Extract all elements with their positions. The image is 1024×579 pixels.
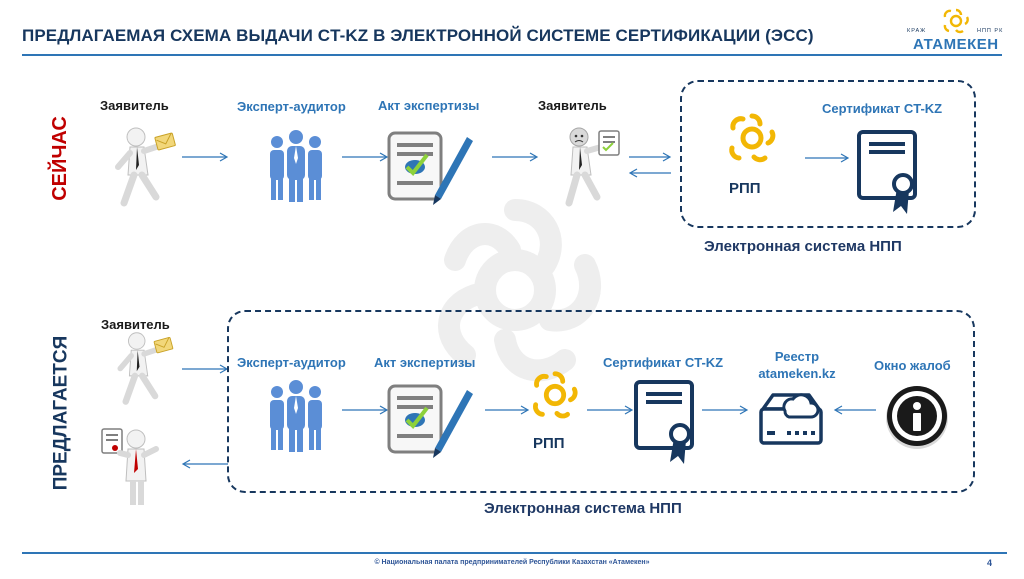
certificate-icon <box>857 130 917 214</box>
arrow-right <box>587 405 634 415</box>
now-rpp-label: РПП <box>729 180 761 197</box>
side-label-now: СЕЙЧАС <box>48 115 71 201</box>
now-certificate-label: Сертификат CT-KZ <box>822 101 943 116</box>
now-act-label: Акт экспертизы <box>378 98 480 113</box>
proposed-act-label: Акт экспертизы <box>374 355 476 370</box>
side-label-now-wrap: СЕЙЧАС <box>5 116 115 201</box>
now-applicant-label: Заявитель <box>100 98 169 113</box>
arrow-right <box>702 405 749 415</box>
footer-copyright: © Национальная палата предпринимателей Р… <box>374 559 650 566</box>
npp-system-box-now <box>680 80 976 228</box>
side-label-proposed: ПРЕДЛАГАЕТСЯ <box>49 335 71 491</box>
expertise-act-icon <box>387 384 473 458</box>
proposed-system-label: Электронная система НПП <box>484 500 682 517</box>
applicant-with-certificate-icon <box>101 428 159 505</box>
logo-small-left: КРАЖ <box>907 28 927 34</box>
arrow-right <box>182 364 229 374</box>
registry-server-icon <box>759 393 823 445</box>
expert-group-icon <box>270 130 322 202</box>
proposed-applicant-label: Заявитель <box>101 317 170 332</box>
rpp-logo-icon <box>533 371 578 419</box>
npp-system-box-proposed <box>227 310 975 493</box>
proposed-rpp-label: РПП <box>533 435 565 452</box>
arrow-left <box>833 405 876 415</box>
arrow-left <box>628 168 671 178</box>
now-applicant2-label: Заявитель <box>538 98 607 113</box>
proposed-expert-label: Эксперт-аудитор <box>237 355 346 370</box>
registry-line2: atameken.kz <box>758 366 836 381</box>
expert-group-icon <box>270 380 322 452</box>
arrow-right <box>805 153 850 163</box>
arrow-left <box>181 459 228 469</box>
applicant-figure-icon <box>115 127 176 207</box>
proposed-registry-label: Реестр atameken.kz <box>752 348 842 382</box>
page-number: 4 <box>987 558 993 568</box>
expertise-act-icon <box>387 131 473 205</box>
proposed-certificate-label: Сертификат CT-KZ <box>603 355 724 370</box>
rpp-logo-icon <box>729 113 776 163</box>
registry-line1: Реестр <box>774 349 820 364</box>
arrow-right <box>182 152 229 162</box>
now-system-label: Электронная система НПП <box>704 238 902 255</box>
atameken-logo-icon <box>943 8 969 34</box>
arrow-right <box>342 152 389 162</box>
atameken-logo: КРАЖ НПП РК АТАМЕКЕН <box>905 8 1005 58</box>
arrow-right <box>492 152 539 162</box>
watermark-logo-icon <box>438 199 601 382</box>
proposed-complaints-label: Окно жалоб <box>874 358 951 373</box>
logo-text: АТАМЕКЕН <box>913 36 999 53</box>
arrow-right <box>485 405 530 415</box>
now-expert-label: Эксперт-аудитор <box>237 99 346 114</box>
page-title: ПРЕДЛАГАЕМАЯ СХЕМА ВЫДАЧИ CT-KZ В ЭЛЕКТР… <box>22 26 814 45</box>
applicant-figure-icon <box>117 332 174 405</box>
logo-small-right: НПП РК <box>977 28 1004 34</box>
certificate-icon <box>634 380 694 464</box>
arrow-right <box>342 405 389 415</box>
complaints-info-icon <box>886 386 948 449</box>
title-underline <box>22 54 1002 56</box>
footer-divider <box>22 552 1007 554</box>
applicant-worried-icon <box>565 127 620 207</box>
arrow-right <box>629 152 672 162</box>
